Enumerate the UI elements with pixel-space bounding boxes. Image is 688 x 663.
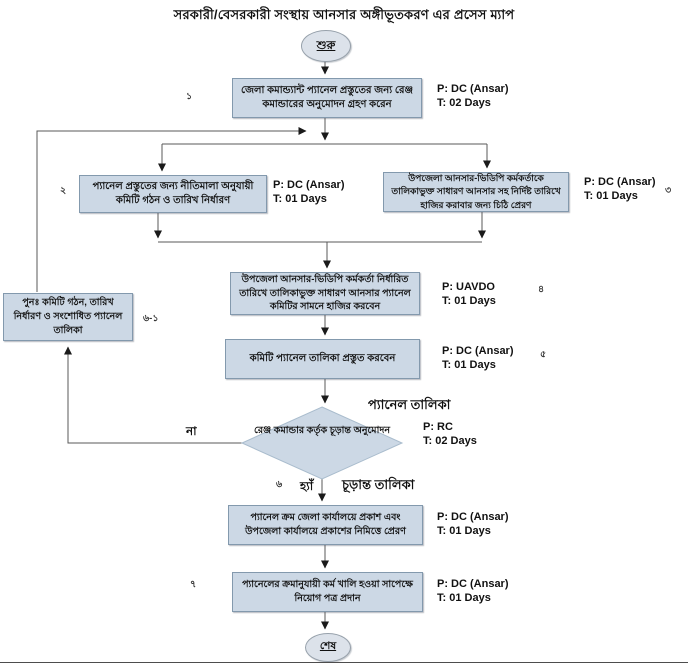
end-terminal: শেষ [305,633,351,662]
decision-diamond-label: রেঞ্জ কমান্ডার কর্তৃক চূড়ান্ত অনুমোদন [253,425,391,436]
process-box-4: উপজেলা আনসার-ভিডিপি কর্মকর্তা নির্ধারিত … [230,272,420,315]
process-box-6: প্যানেল ক্রম জেলা কার্যালয়ে প্রকাশ এবং … [228,505,423,545]
process-box-1: জেলা কমান্ড্যান্ট প্যানেল প্রস্তুতের জন্… [232,78,422,118]
step-number-2: ২ [60,185,67,196]
side-label-3-p: P: DC (Ansar) [584,176,656,188]
side-label-4-p: P: UAVDO [442,281,495,293]
flow-label-final-list: চূড়ান্ত তালিকা [342,477,415,492]
step-number-1: ১ [186,91,193,102]
side-label-4: P: UAVDO T: 01 Days [442,280,496,309]
decision-diamond-shape [240,406,404,480]
side-label-decision-t: T: 02 Days [423,435,477,448]
step-number-4: ৪ [538,284,545,295]
redo-process-box: পুনঃ কমিটি গঠন, তারিখ নির্ধারণ ও সংশোধিত… [3,293,133,341]
side-label-2-t: T: 01 Days [273,193,327,206]
process-box-3: উপজেলা আনসার-ভিডিপি কর্মকর্তাকে তালিকাভু… [383,172,569,212]
side-label-6-t: T: 01 Days [437,525,491,538]
side-label-decision: P: RC T: 02 Days [423,420,477,449]
side-label-2: P: DC (Ansar) T: 01 Days [273,178,345,207]
process-box-5: কমিটি প্যানেল তালিকা প্রস্তুত করবেন [225,339,420,379]
side-label-7-t: T: 01 Days [437,592,491,605]
side-label-2-p: P: DC (Ansar) [273,179,345,191]
step-number-5: ৫ [540,349,547,360]
side-label-1-t: T: 02 Days [437,97,491,110]
side-label-3: P: DC (Ansar) T: 01 Days [584,175,656,204]
step-number-6: ৬ [276,479,283,490]
side-label-4-t: T: 01 Days [442,295,496,308]
step-number-6-1: ৬-১ [143,313,159,324]
start-terminal-label: শুরু [316,39,336,52]
end-terminal-label: শেষ [319,640,337,652]
start-terminal: শুরু [301,30,351,62]
side-label-5: P: DC (Ansar) T: 01 Days [442,344,514,373]
process-box-2: প্যানেল প্রস্তুতের জন্য নীতিমালা অনুযায়… [79,175,267,213]
step-number-3: ৩ [665,185,672,196]
side-label-decision-p: P: RC [423,421,453,433]
side-label-1-p: P: DC (Ansar) [437,83,509,95]
side-label-3-t: T: 01 Days [584,190,638,203]
side-label-7: P: DC (Ansar) T: 01 Days [437,577,509,606]
flowchart-title: সরকারী/বেসরকারী সংস্থায় আনসার অঙ্গীভূতক… [173,7,515,22]
side-label-6: P: DC (Ansar) T: 01 Days [437,510,509,539]
side-label-7-p: P: DC (Ansar) [437,578,509,590]
process-box-7: প্যানেলের ক্রমানুযায়ী কর্ম খালি হওয়া স… [232,572,423,612]
step-number-7: ৭ [190,579,197,590]
flow-label-no: না [186,424,197,438]
side-label-1: P: DC (Ansar) T: 02 Days [437,82,509,111]
flow-label-panel-list: প্যানেল তালিকা [368,397,451,412]
side-label-5-t: T: 01 Days [442,359,496,372]
side-label-6-p: P: DC (Ansar) [437,511,509,523]
side-label-5-p: P: DC (Ansar) [442,345,514,357]
flow-label-yes: হ্যাঁ [300,479,314,493]
